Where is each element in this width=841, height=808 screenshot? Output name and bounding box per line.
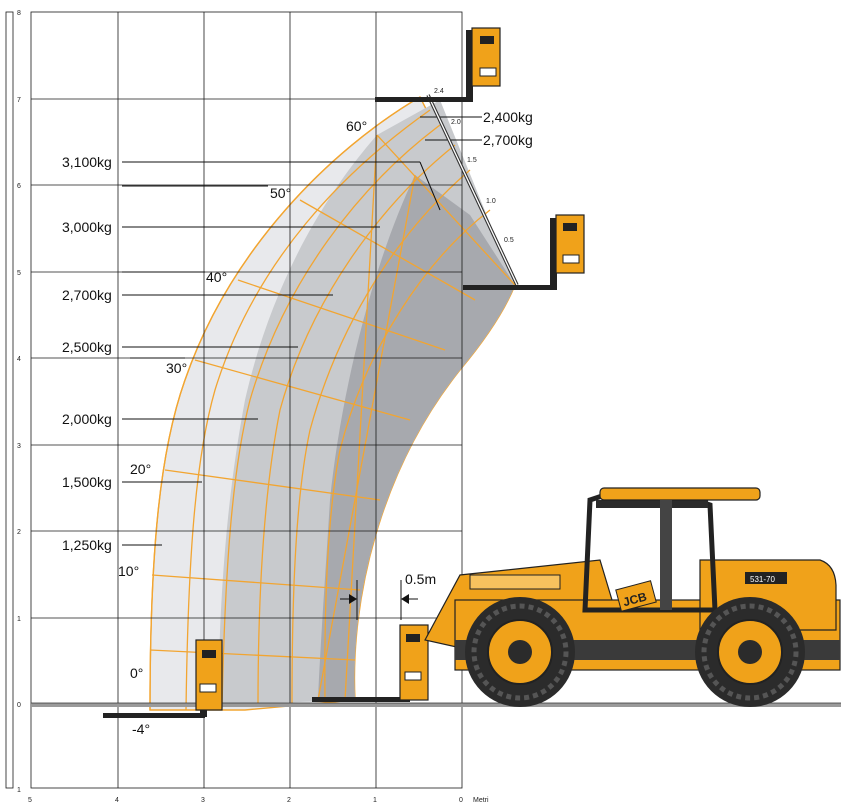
y-tick: 1 xyxy=(17,616,21,623)
angle-label: 60° xyxy=(346,118,367,134)
fork-carriage-mid xyxy=(463,214,585,290)
angle-label: 0° xyxy=(130,665,143,681)
y-tick: 6 xyxy=(17,183,21,190)
rear-wheel xyxy=(695,597,805,707)
angle-label: 20° xyxy=(130,461,151,477)
x-tick: 5 xyxy=(28,797,32,804)
x-tick: 1 xyxy=(373,797,377,804)
y-tick: 3 xyxy=(17,443,21,450)
boom-path-lines xyxy=(149,96,516,711)
x-tick: 2 xyxy=(287,797,291,804)
angle-label: -4° xyxy=(132,721,150,737)
load-label: 2,000kg xyxy=(62,411,112,427)
load-label: 1,250kg xyxy=(62,537,112,553)
angle-label: 10° xyxy=(118,563,139,579)
plot-frame xyxy=(30,11,463,789)
front-wheel xyxy=(465,597,575,707)
load-label: 2,400kg xyxy=(483,109,533,125)
clearance-label: 0.5m xyxy=(405,571,436,587)
telehandler-machine: 531-70 JCB xyxy=(424,487,841,707)
y-axis-ticks: 8 7 6 5 4 3 2 1 0 1 xyxy=(17,10,21,794)
boom-tick: 0.5 xyxy=(504,237,514,244)
load-label: 2,700kg xyxy=(483,132,533,148)
load-label: 2,500kg xyxy=(62,339,112,355)
angle-label: 50° xyxy=(270,185,291,201)
cab-roof xyxy=(599,487,761,501)
left-ruler xyxy=(5,11,14,789)
angle-label: 30° xyxy=(166,360,187,376)
clearance-marker: 0.5m xyxy=(340,571,436,620)
load-label: 2,700kg xyxy=(62,287,112,303)
y-tick: 4 xyxy=(17,356,21,363)
load-label: 3,000kg xyxy=(62,219,112,235)
y-tick: 8 xyxy=(17,10,21,17)
boom-tick: 1.5 xyxy=(467,157,477,164)
fork-carriage-ground xyxy=(312,624,429,702)
y-tick: 7 xyxy=(17,97,21,104)
ground-line xyxy=(31,702,841,707)
fork-carriage-top xyxy=(375,27,501,102)
y-tick: 1 xyxy=(17,787,21,794)
boom-tick: 1.0 xyxy=(486,198,496,205)
x-tick: 3 xyxy=(201,797,205,804)
fork-carriage-low xyxy=(103,639,223,718)
load-label: 1,500kg xyxy=(62,474,112,490)
boom-extension-rod: 2.4 2.0 1.5 1.0 0.5 xyxy=(426,88,519,286)
angle-label: 40° xyxy=(206,269,227,285)
boom-tick: 2.0 xyxy=(451,119,461,126)
boom-tick: 2.4 xyxy=(434,88,444,95)
y-tick: 2 xyxy=(17,529,21,536)
x-axis-unit: Metri xyxy=(473,797,489,804)
x-tick: 4 xyxy=(115,797,119,804)
x-tick: 0 xyxy=(459,797,463,804)
brand-text: JCB xyxy=(621,589,648,609)
load-label: 3,100kg xyxy=(62,154,112,170)
angle-labels: 60° 50° 40° 30° 20° 10° 0° -4° xyxy=(118,118,367,737)
x-axis-ticks: 5 4 3 2 1 0 Metri xyxy=(28,797,489,804)
load-labels: 2,400kg 2,700kg 3,100kg 3,000kg 2,700kg … xyxy=(62,109,533,553)
y-tick: 0 xyxy=(17,702,21,709)
brand-badge xyxy=(615,580,657,612)
model-text: 531-70 xyxy=(750,575,775,584)
model-badge xyxy=(745,572,787,584)
y-tick: 5 xyxy=(17,270,21,277)
